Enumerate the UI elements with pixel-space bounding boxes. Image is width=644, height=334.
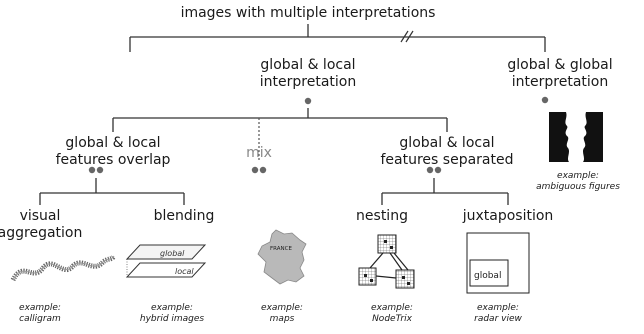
leaf-visual-aggregation: visual aggregation: [0, 208, 82, 242]
example-maps-line2: maps: [269, 314, 295, 324]
leaf-visual-line1: visual: [19, 208, 61, 224]
example-maps: example: maps: [261, 303, 303, 325]
dot-overlap-a: [88, 166, 96, 174]
hybrid-top-text: global: [160, 249, 185, 258]
example-hybrid-line2: hybrid images: [139, 314, 205, 324]
dot-overlap-b: [96, 166, 104, 174]
nodetrix-illustration: [358, 234, 415, 289]
node-global-local-line2: interpretation: [259, 74, 357, 90]
leaf-nesting: nesting: [356, 208, 408, 224]
dot-mix-a: [251, 166, 259, 174]
example-radar-line2: radar view: [474, 314, 522, 324]
dot-global-local: [304, 97, 312, 105]
leaf-blending: blending: [153, 208, 215, 224]
dot-global-global: [541, 96, 549, 104]
example-ambiguous-line2: ambiguous figures: [536, 182, 620, 192]
node-separated-line1: global & local: [399, 135, 495, 151]
example-ambiguous-figures: example: ambiguous figures: [536, 171, 620, 193]
hybrid-bottom-text: local: [175, 267, 194, 276]
example-calligram: example: calligram: [19, 303, 61, 325]
node-overlap-line1: global & local: [65, 135, 161, 151]
example-ambiguous-line1: example:: [557, 171, 599, 181]
dot-separated-a: [426, 166, 434, 174]
node-separated-line2: features separated: [380, 152, 514, 168]
example-calligram-line2: calligram: [19, 314, 61, 324]
node-overlap-line2: features overlap: [55, 152, 171, 168]
node-features-separated: global & local features separated: [381, 135, 514, 169]
example-hybrid-images: example: hybrid images: [140, 303, 204, 325]
example-radar-line1: example:: [477, 303, 519, 313]
example-radar-view: example: radar view: [474, 303, 522, 325]
ambiguous-figure-illustration: [549, 112, 603, 162]
example-nodetrix: example: NodeTrix: [371, 303, 413, 325]
node-global-local-interpretation: global & local interpretation: [260, 57, 356, 91]
france-text: FRANCE: [270, 246, 292, 252]
example-maps-line1: example:: [261, 303, 303, 313]
root-node-label: images with multiple interpretations: [180, 5, 436, 21]
example-calligram-line1: example:: [19, 303, 61, 313]
radar-view-illustration: global: [466, 232, 530, 294]
node-global-global-line2: interpretation: [511, 74, 609, 90]
node-mix: mix: [246, 145, 272, 161]
leaf-visual-line2: aggregation: [0, 225, 83, 241]
dot-mix-b: [259, 166, 267, 174]
example-nodetrix-line2: NodeTrix: [372, 314, 412, 324]
leaf-juxtaposition: juxtaposition: [462, 208, 554, 224]
node-global-global-interpretation: global & global interpretation: [507, 57, 612, 91]
example-hybrid-line1: example:: [151, 303, 193, 313]
france-map-illustration: FRANCE: [257, 229, 307, 285]
radar-inner-text: global: [474, 271, 501, 281]
node-global-local-line1: global & local: [260, 57, 356, 73]
dot-separated-b: [434, 166, 442, 174]
hybrid-images-illustration: global local: [125, 244, 207, 278]
node-global-global-line1: global & global: [507, 57, 613, 73]
example-nodetrix-line1: example:: [371, 303, 413, 313]
calligram-illustration: [10, 254, 117, 282]
node-features-overlap: global & local features overlap: [56, 135, 171, 169]
